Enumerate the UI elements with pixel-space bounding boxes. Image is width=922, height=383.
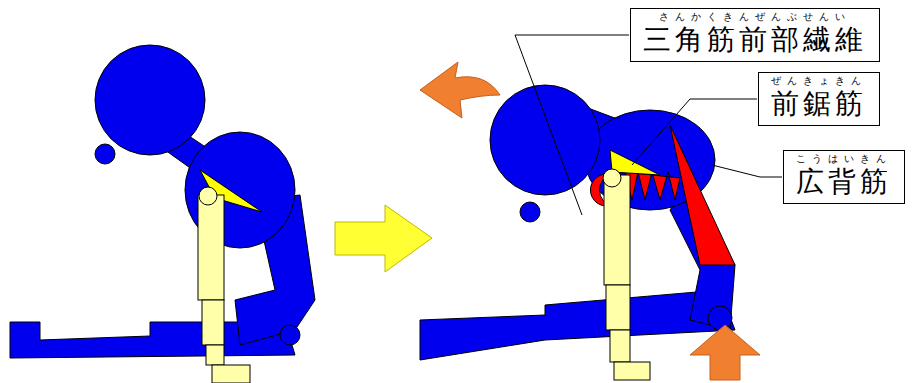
transition-arrow bbox=[335, 205, 432, 272]
rotation-arrow bbox=[420, 62, 500, 118]
leader-line bbox=[712, 165, 782, 177]
furigana: ぜんきょきん bbox=[771, 75, 867, 87]
right-figure bbox=[420, 85, 735, 380]
leader-line bbox=[632, 99, 757, 165]
label-box: さんかくきんぜんぶせんい三角筋前部繊維 bbox=[630, 8, 880, 62]
push-arrow bbox=[690, 325, 760, 380]
furigana: さんかくきんぜんぶせんい bbox=[643, 11, 867, 23]
leader-line bbox=[515, 35, 629, 215]
furigana: こうはいきん bbox=[796, 153, 892, 165]
muscle-name: 前鋸筋 bbox=[771, 87, 867, 121]
left-figure bbox=[10, 45, 315, 383]
muscle-name: 三角筋前部繊維 bbox=[643, 23, 867, 57]
label-box: ぜんきょきん前鋸筋 bbox=[758, 72, 880, 126]
muscle-name: 広背筋 bbox=[796, 165, 892, 199]
label-box: こうはいきん広背筋 bbox=[783, 150, 905, 204]
